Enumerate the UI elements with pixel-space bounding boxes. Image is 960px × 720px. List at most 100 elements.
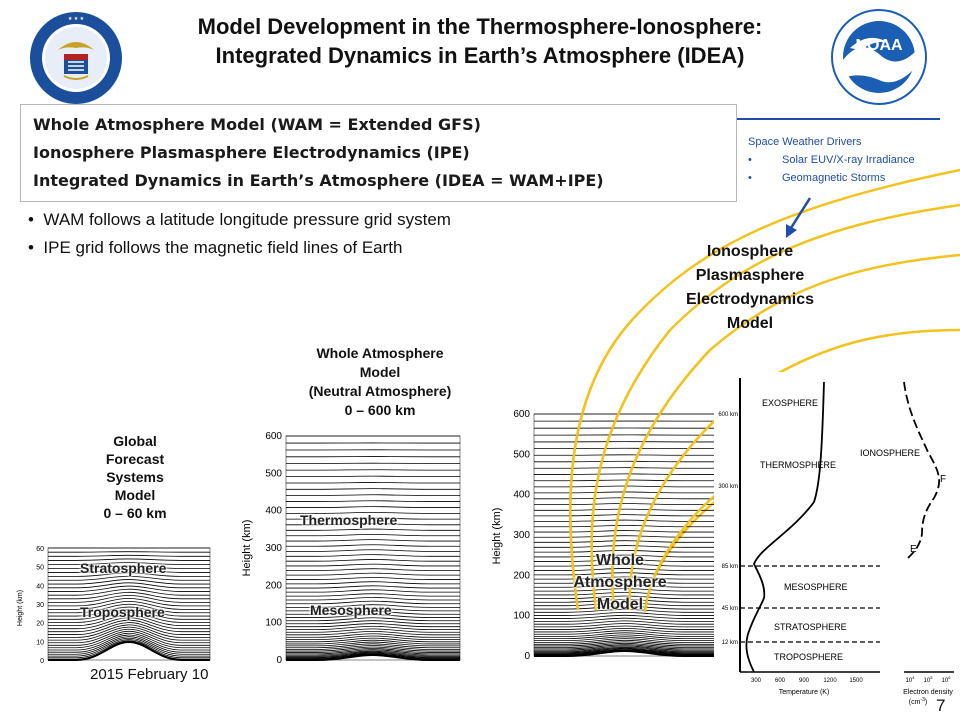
grid-line: [286, 650, 460, 656]
grid-line: [48, 579, 210, 585]
grid-line: [286, 593, 460, 597]
height-600: 600 km: [718, 412, 738, 418]
grid-line: [48, 551, 210, 553]
grid-line: [48, 626, 210, 641]
page-number: 7: [936, 696, 946, 715]
grid-line: [286, 577, 460, 580]
grid-line: [48, 600, 210, 610]
grid-line: [286, 572, 460, 576]
grid-line: [534, 614, 716, 619]
grid-line: [48, 612, 210, 623]
grid-line: [286, 645, 460, 650]
density-tick-1: 104: [906, 675, 916, 684]
density-tick-2: 105: [924, 675, 934, 684]
grid-line: [286, 633, 460, 638]
wam-model-label: Whole Atmosphere Model (Neutral Atmosphe…: [308, 345, 452, 418]
grid-line: [534, 479, 716, 482]
atmosphere-profile-figure: 600 km 300 km 85 km 45 km 12 km EXOSPHER…: [714, 372, 960, 712]
page-title: Model Development in the Thermosphere-Io…: [110, 12, 850, 70]
grid-line: [286, 589, 460, 593]
axis-tick-label: 0: [276, 655, 282, 666]
axis-tick-label: 300: [265, 543, 282, 554]
idea-definition: Integrated Dynamics in Earth’s Atmospher…: [33, 171, 604, 190]
grid-line: [286, 646, 460, 652]
grid-line: [534, 648, 716, 654]
grid-line: [534, 611, 716, 616]
axis-tick-label: 100: [265, 618, 282, 629]
grid-line: [286, 630, 460, 636]
grid-line: [48, 591, 210, 600]
grid-line: [534, 634, 716, 640]
grid-line: [534, 649, 716, 656]
grid-line: [534, 625, 716, 630]
wam-grid-lines: [285, 435, 461, 661]
grid-line: [534, 630, 716, 635]
grid-line: [286, 517, 460, 520]
grid-line: [286, 494, 460, 496]
grid-line: [534, 497, 716, 500]
axis-tick-label: 100: [513, 611, 530, 622]
grid-line: [534, 641, 716, 647]
grid-line: [48, 609, 210, 620]
grid-line: [534, 620, 716, 625]
gfs-y-axis-label: Height (km): [17, 590, 24, 626]
grid-line: [48, 640, 210, 661]
grid-line: [286, 488, 460, 490]
grid-line: [286, 647, 460, 653]
title-line-1: Model Development in the Thermosphere-Io…: [197, 14, 763, 39]
grid-line: [48, 636, 210, 653]
height-85: 85 km: [722, 564, 738, 570]
grid-line: [286, 539, 460, 542]
height-300: 300 km: [718, 484, 738, 490]
grid-line: [286, 597, 460, 601]
axis-tick-label: 400: [265, 506, 282, 517]
grid-line: [534, 530, 716, 533]
grid-line: [48, 597, 210, 607]
grid-line: [534, 491, 716, 494]
grid-line: [48, 565, 210, 569]
grid-line: [534, 535, 716, 538]
grid-line: [534, 473, 716, 475]
header-rule: [736, 118, 940, 120]
grid-line: [286, 654, 460, 660]
space-weather-title: Space Weather Drivers: [748, 136, 862, 148]
whole-y-axis-label: Height (km): [491, 508, 503, 565]
axis-tick-label: 40: [36, 583, 44, 590]
grid-line: [286, 482, 460, 484]
grid-line: [534, 508, 716, 511]
grid-line: [534, 514, 716, 517]
wam-definition: Whole Atmosphere Model (WAM = Extended G…: [33, 115, 481, 134]
grid-line: [48, 641, 210, 660]
grid-line: [286, 639, 460, 645]
grid-line: [286, 563, 460, 567]
grid-line: [286, 651, 460, 657]
grid-line: [48, 588, 210, 596]
grid-line: [286, 611, 460, 615]
temp-tick-900: 900: [799, 678, 810, 684]
noaa-wordmark: NOAA: [855, 37, 903, 54]
grid-line: [534, 519, 716, 522]
grid-line: [286, 528, 460, 531]
grid-line: [534, 524, 716, 528]
temperature-axis-label: Temperature (K): [779, 689, 830, 696]
grid-line: [286, 652, 460, 658]
grid-line: [286, 585, 460, 589]
layer-thermosphere: THERMOSPHERE: [760, 460, 836, 470]
grid-line: [286, 625, 460, 630]
axis-tick-label: 30: [36, 602, 44, 609]
axis-tick-label: 50: [36, 565, 44, 572]
e-region-label: E: [910, 544, 917, 555]
height-45: 45 km: [722, 606, 738, 612]
grid-line: [48, 603, 210, 614]
commerce-seal-logo: ★ ★ ★: [30, 12, 122, 104]
grid-line: [534, 638, 716, 643]
grid-line: [48, 575, 210, 581]
temperature-profile-curve: [745, 381, 825, 673]
grid-line: [48, 558, 210, 561]
axis-tick-label: 400: [513, 490, 530, 501]
grid-line: [286, 628, 460, 633]
grid-line: [48, 640, 210, 659]
